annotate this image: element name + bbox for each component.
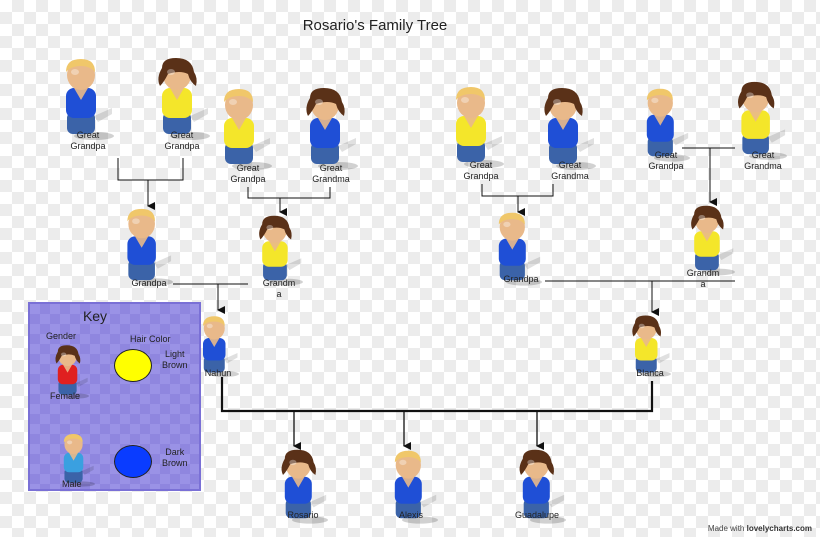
diagram-title: Rosario's Family Tree <box>302 17 448 34</box>
person-alexis <box>384 448 448 534</box>
credit-prefix: Made with <box>707 524 745 533</box>
person-great-grandpa-2 <box>150 56 214 142</box>
connector-ggp4-ggm2 <box>481 184 554 197</box>
person-guadalupe <box>512 448 576 534</box>
label-great-grandpa-1: Great Grandpa <box>70 130 106 151</box>
person-blanca <box>626 314 690 400</box>
label-great-grandma-2: Great Grandma <box>551 160 589 181</box>
credit-brand: lovelycharts.com <box>746 524 812 533</box>
label-great-grandma-3: Great Grandma <box>744 150 782 171</box>
person-nahun <box>194 314 258 400</box>
label-grandpa-2: Grandpa <box>503 274 539 284</box>
key-dark-brown-label: Dark Brown <box>162 447 188 468</box>
person-great-grandma-3 <box>730 80 794 166</box>
person-grandpa-1 <box>116 206 180 292</box>
key-dark-brown-swatch <box>114 445 152 478</box>
key-female-label: Female <box>50 391 81 401</box>
person-grandpa-2 <box>488 210 552 296</box>
made-with-credit: Made with lovelycharts.com <box>708 524 812 533</box>
person-great-grandpa-3 <box>212 86 276 172</box>
key-male-label: Male <box>62 479 82 489</box>
label-great-grandpa-3: Great Grandpa <box>230 163 266 184</box>
person-rosario <box>274 448 338 534</box>
key-male-figure <box>56 432 120 518</box>
key-title: Key <box>82 308 108 324</box>
key-hair-color-label: Hair Color <box>130 334 171 344</box>
key-light-brown-label: Light Brown <box>162 349 188 370</box>
connector-ggp1-ggp2 <box>117 158 184 181</box>
label-grandma-1: Grandm a <box>262 278 296 299</box>
connector-ggp3-ggm1 <box>247 187 331 199</box>
person-great-grandpa-5 <box>636 86 700 172</box>
connector-nahun-blanca <box>220 377 654 413</box>
key-light-brown-swatch <box>114 349 152 382</box>
person-grandma-2 <box>684 204 748 290</box>
key-gender-label: Gender <box>46 331 77 341</box>
label-alexis: Alexis <box>398 510 423 520</box>
label-rosario: Rosario <box>287 510 319 520</box>
person-great-grandma-1 <box>298 86 362 172</box>
label-great-grandpa-5: Great Grandpa <box>648 150 684 171</box>
label-nahun: Nahun <box>204 368 232 378</box>
label-grandpa-1: Grandpa <box>131 278 167 288</box>
person-great-grandpa-1 <box>54 56 118 142</box>
label-blanca: Blanca <box>636 368 664 378</box>
label-great-grandpa-4: Great Grandpa <box>463 160 499 181</box>
person-great-grandma-2 <box>536 86 600 172</box>
label-grandma-2: Grandm a <box>686 268 720 289</box>
legend-key: Key Gender Hair Color Female Light Brown… <box>28 302 201 491</box>
person-grandma-1 <box>252 214 316 300</box>
key-female-figure <box>50 344 114 430</box>
label-guadalupe: Guadalupe <box>514 510 560 520</box>
person-great-grandpa-4 <box>444 84 508 170</box>
label-great-grandma-1: Great Grandma <box>312 163 350 184</box>
label-great-grandpa-2: Great Grandpa <box>164 130 200 151</box>
